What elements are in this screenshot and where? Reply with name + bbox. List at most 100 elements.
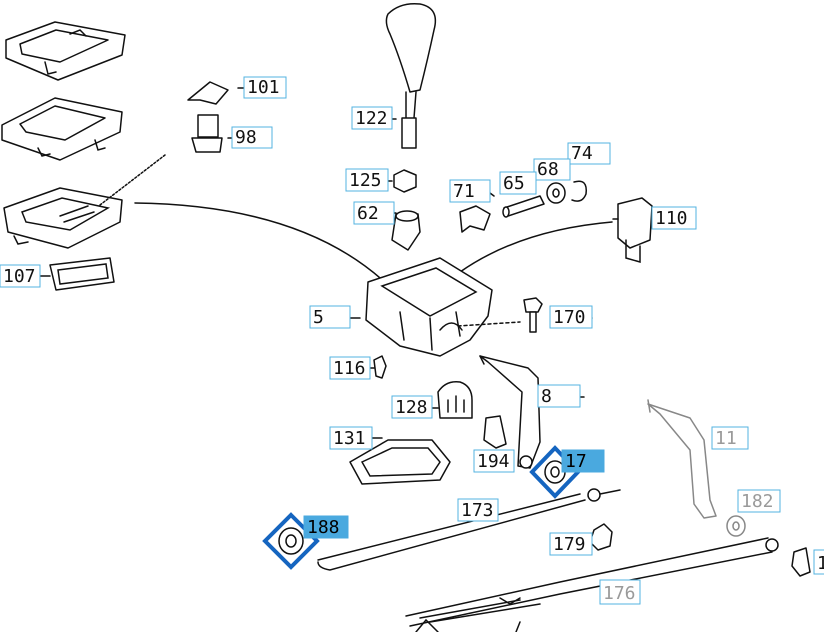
callout-label: 74 [571,143,593,164]
callout-101[interactable]: 101 [243,76,287,99]
callout-box [813,549,824,575]
linkage-176-part[interactable] [405,537,779,632]
clip-194-part[interactable] [483,415,507,449]
callout-box [351,106,393,130]
callout-box [309,305,351,329]
callout-box [549,305,593,329]
bushing-188-part[interactable] [278,527,304,555]
nut-part[interactable] [393,169,417,193]
switch-110-part[interactable] [617,197,653,263]
callout-box [0,264,41,288]
arrow-right [459,221,613,273]
clip-part[interactable] [187,81,229,105]
callout-box [651,206,697,230]
callout-label: 65 [503,173,525,194]
bulb-part[interactable] [373,355,387,379]
spring-clip-part[interactable] [459,205,491,233]
callout-label: 116 [333,358,366,379]
switch-part[interactable] [191,114,223,153]
callout-62[interactable]: 62 [353,201,395,225]
callout-122[interactable]: 122 [351,106,393,130]
callout-box [537,384,581,408]
callout-box [533,158,571,181]
rod-173-part[interactable] [317,488,621,571]
callout-label: 62 [357,203,379,224]
nut-179-part[interactable] [589,523,613,551]
callout-label: 188 [307,517,340,538]
callout-170[interactable]: 170 [549,305,593,329]
lever-11-part[interactable] [647,399,717,519]
callout-label: 98 [235,127,257,148]
arrow-left [134,202,396,293]
bush-128-part[interactable] [437,380,473,419]
callout-label: 17 [565,451,587,472]
clip-1-part[interactable] [791,547,811,577]
callout-box [449,179,491,203]
callout-box [711,426,749,450]
ring-part[interactable] [571,180,587,202]
selector-lever-part[interactable] [479,355,541,469]
callout-176[interactable]: 176 [599,579,641,605]
callout-box [345,168,389,192]
callout-8[interactable]: 8 [537,384,581,408]
callout-179[interactable]: 179 [549,532,593,556]
shift-knob-part[interactable] [385,2,437,149]
callout-box [243,76,287,99]
callout-label: 125 [349,170,382,191]
callout-68[interactable]: 68 [533,158,571,181]
callout-label: 11 [715,428,737,449]
callout-label: 68 [537,159,559,180]
callout-98[interactable]: 98 [231,126,273,149]
callout-17[interactable]: 17 [561,449,605,473]
callout-box [473,449,515,473]
callout-label: 107 [3,266,36,287]
callout-65[interactable]: 65 [499,171,537,195]
callout-128[interactable]: 128 [391,395,433,419]
callout-125[interactable]: 125 [345,168,389,192]
callout-107[interactable]: 107 [0,264,41,288]
callout-box [599,579,641,605]
callout-182[interactable]: 182 [737,489,781,513]
bushing-part[interactable] [391,210,421,251]
callout-74[interactable]: 74 [567,142,611,165]
callout-110[interactable]: 110 [651,206,697,230]
callout-194[interactable]: 194 [473,449,515,473]
pointer-line [99,154,166,206]
bracket-housing-part[interactable] [3,187,123,249]
callout-131[interactable]: 131 [329,426,373,450]
callout-1[interactable]: 1 [813,549,824,575]
bushing-68-part[interactable] [546,182,566,204]
callout-label: 8 [541,386,552,407]
selector-plate-part[interactable] [1,97,123,161]
callout-label: 176 [603,583,636,604]
callout-label: 182 [741,491,774,512]
callout-11[interactable]: 11 [711,426,749,450]
callout-label: 170 [553,307,586,328]
callout-box [561,449,605,473]
callout-box [391,395,433,419]
callout-label: 128 [395,397,428,418]
callout-box [231,126,273,149]
callout-box [303,515,349,539]
boot-seal-part[interactable] [49,257,115,291]
callout-5[interactable]: 5 [309,305,351,329]
callout-71[interactable]: 71 [449,179,491,203]
callout-label: 122 [355,108,388,129]
gasket-part[interactable] [349,439,451,485]
callout-label: 110 [655,208,688,229]
bushing-182-part[interactable] [726,515,746,537]
shifter-housing-part[interactable] [365,257,521,357]
callout-label: 5 [313,307,324,328]
pin-part[interactable] [502,195,545,218]
callout-116[interactable]: 116 [329,356,371,380]
callout-label: 1 [817,553,824,574]
callout-188[interactable]: 188 [303,515,349,539]
trim-frame-part[interactable] [5,21,126,81]
bolt-part[interactable] [523,297,543,333]
callout-box [457,498,499,522]
callout-box [549,532,593,556]
callout-box [329,426,373,450]
callout-173[interactable]: 173 [457,498,499,522]
callout-label: 194 [477,451,510,472]
